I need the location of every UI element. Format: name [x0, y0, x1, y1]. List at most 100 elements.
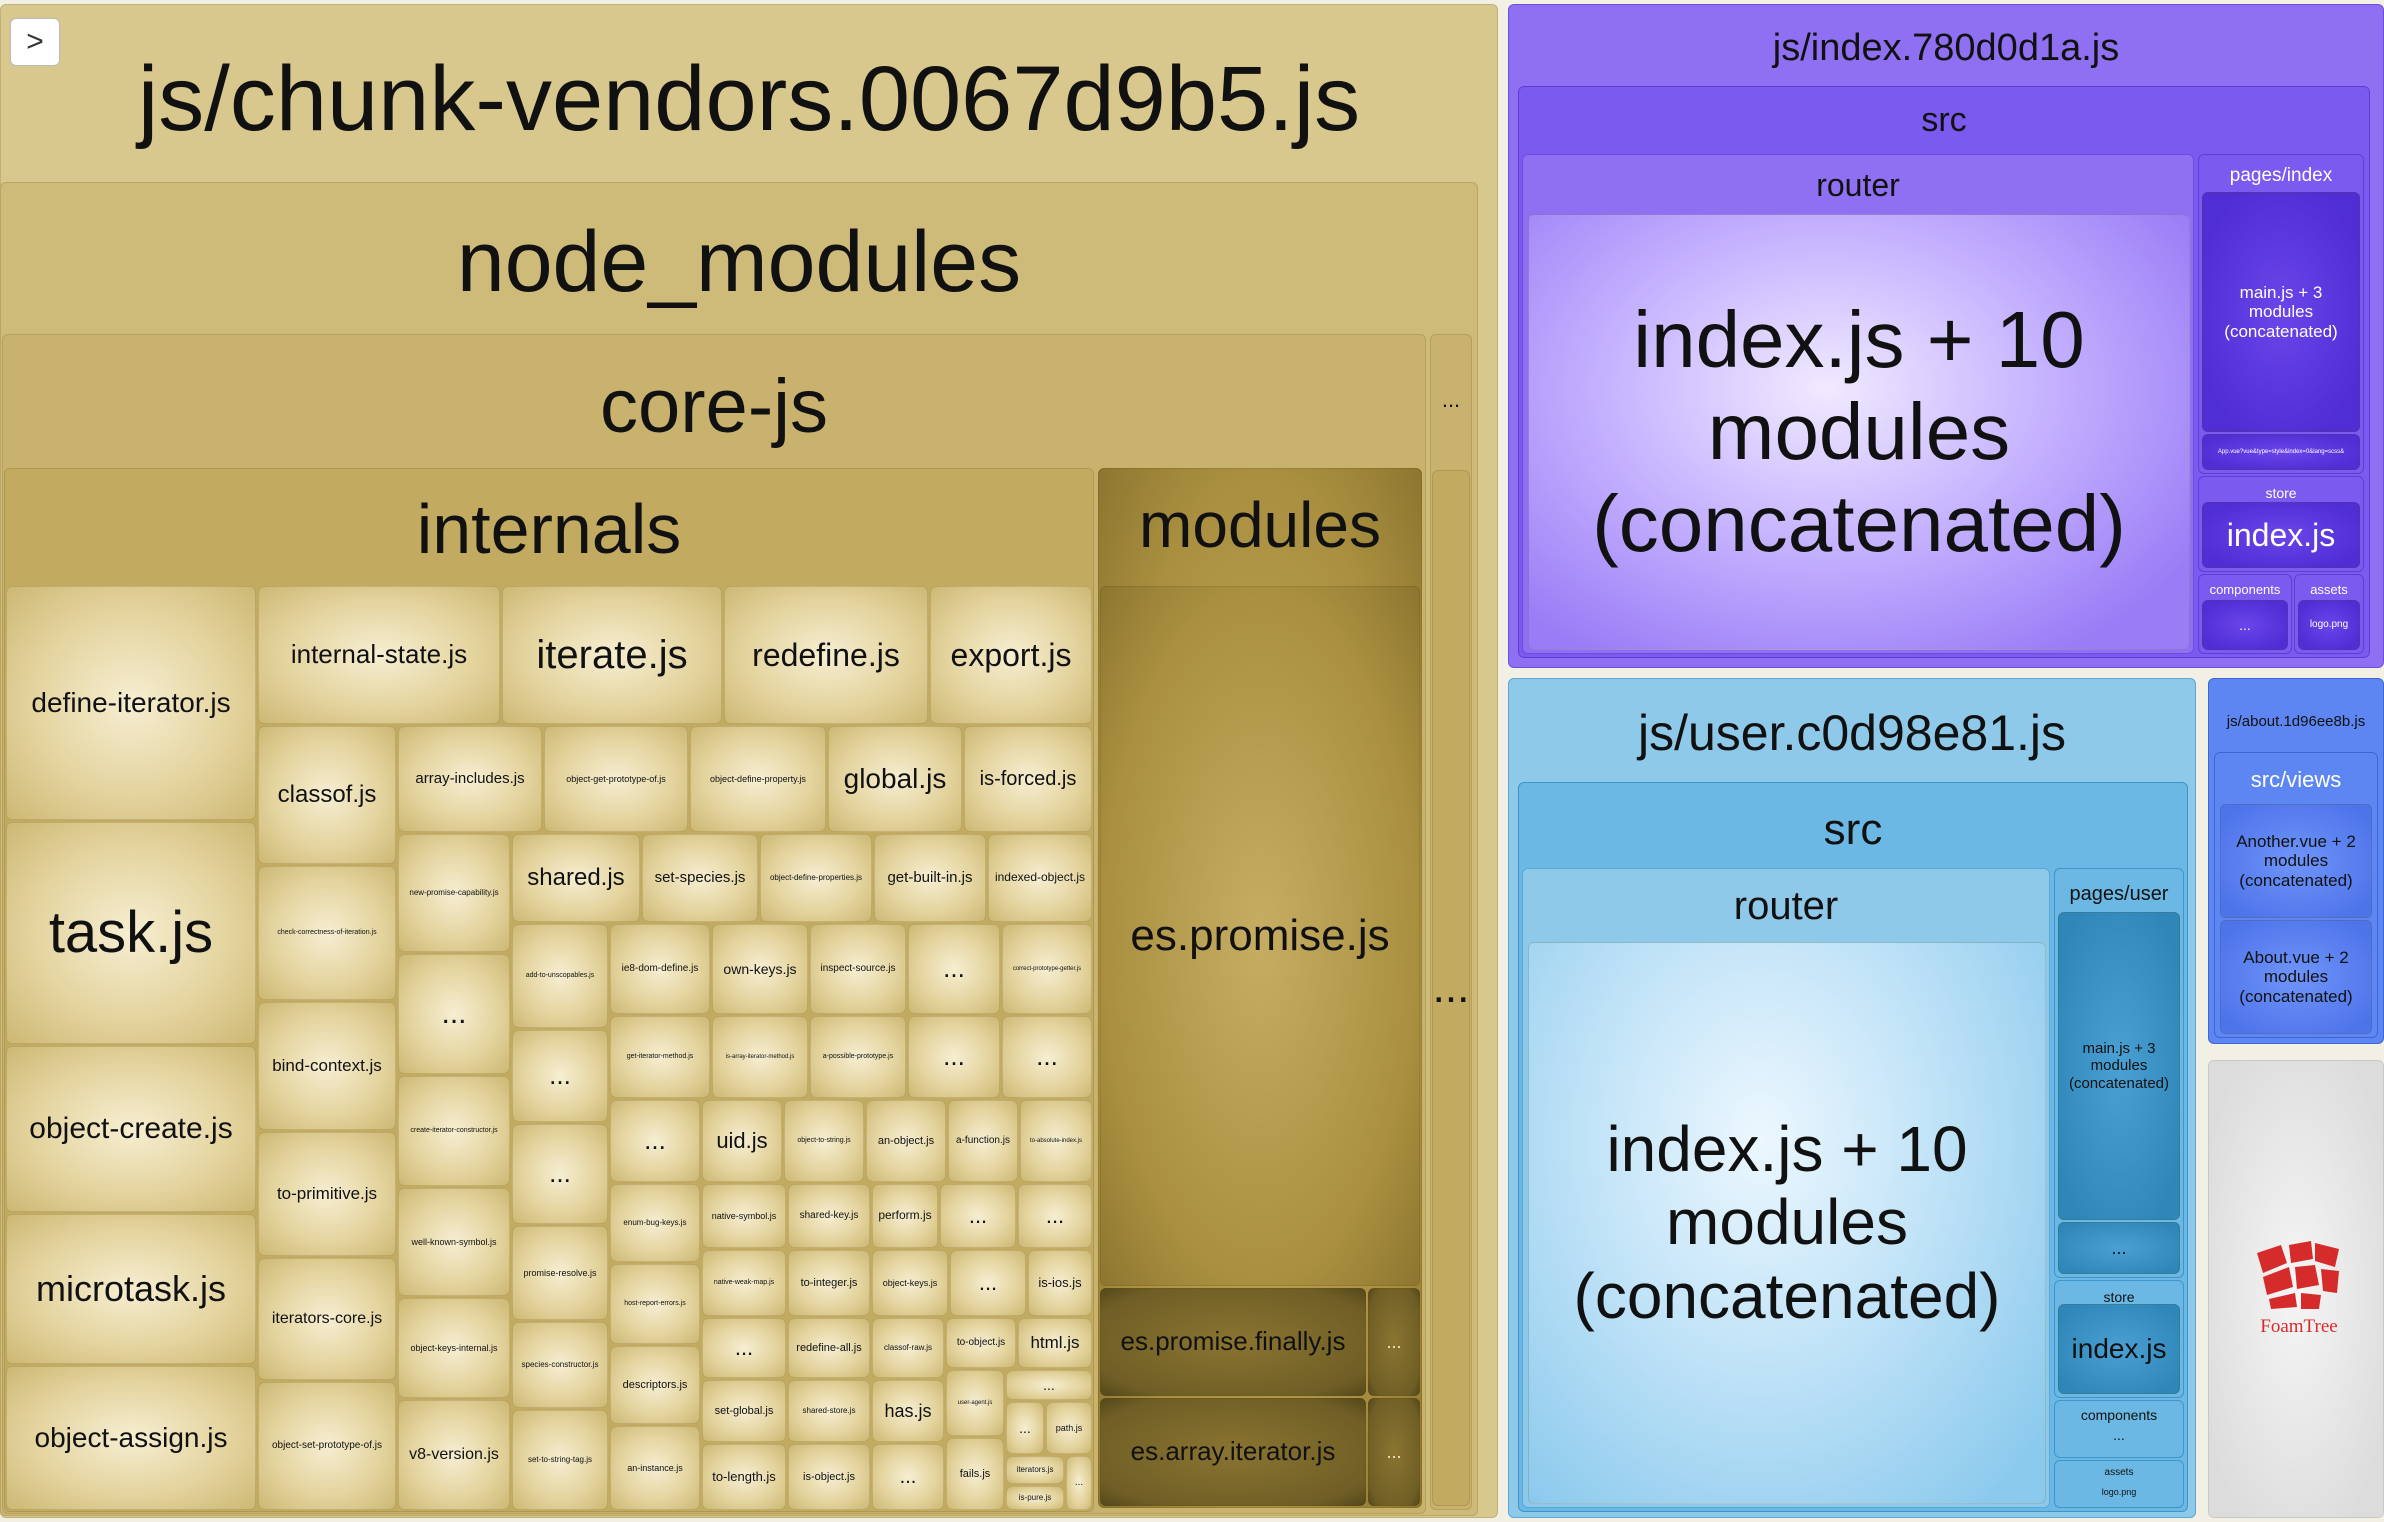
file-is-forced[interactable]: is-forced.js — [964, 726, 1092, 832]
file-task[interactable]: task.js — [6, 822, 256, 1044]
file-iterators[interactable]: iterators.js — [1006, 1456, 1064, 1484]
es-promise-finally-more[interactable]: ... — [1368, 1288, 1420, 1396]
file-shared[interactable]: shared.js — [512, 834, 640, 922]
file-native-symbol[interactable]: native-symbol.js — [702, 1184, 786, 1248]
file-classof-raw[interactable]: classof-raw.js — [872, 1318, 944, 1378]
file-define-iterator[interactable]: define-iterator.js — [6, 586, 256, 820]
file-an-object[interactable]: an-object.js — [866, 1100, 946, 1182]
internals-more-h[interactable]: ... — [940, 1184, 1016, 1248]
file-iterate[interactable]: iterate.js — [502, 586, 722, 724]
file-set-global[interactable]: set-global.js — [702, 1380, 786, 1442]
file-well-known-symbol[interactable]: well-known-symbol.js — [398, 1188, 510, 1296]
file-is-ios[interactable]: is-ios.js — [1028, 1250, 1092, 1316]
internals-more-o[interactable]: ... — [1066, 1456, 1092, 1510]
file-is-array-iterator-method[interactable]: is-array-iterator-method.js — [712, 1016, 808, 1098]
file-to-length[interactable]: to-length.js — [702, 1444, 786, 1510]
file-perform[interactable]: perform.js — [872, 1184, 938, 1248]
user-router-leaf[interactable]: index.js + 10 modules (concatenated) — [1528, 942, 2046, 1504]
file-native-weak-map[interactable]: native-weak-map.js — [702, 1250, 786, 1316]
internals-more-d[interactable]: ... — [908, 924, 1000, 1014]
es-promise-file[interactable]: es.promise.js — [1100, 586, 1420, 1286]
file-object-set-prototype-of[interactable]: object-set-prototype-of.js — [258, 1382, 396, 1510]
file-inspect-source[interactable]: inspect-source.js — [810, 924, 906, 1014]
file-to-integer[interactable]: to-integer.js — [788, 1250, 870, 1316]
file-create-iterator-constructor[interactable]: create-iterator-constructor.js — [398, 1076, 510, 1186]
file-object-get-prototype-of[interactable]: object-get-prototype-of.js — [544, 726, 688, 832]
file-correct-prototype-getter[interactable]: correct-prototype-getter.js — [1002, 924, 1092, 1014]
file-enum-bug-keys[interactable]: enum-bug-keys.js — [610, 1184, 700, 1262]
file-get-iterator-method[interactable]: get-iterator-method.js — [610, 1016, 710, 1098]
file-set-species[interactable]: set-species.js — [642, 834, 758, 922]
file-object-assign[interactable]: object-assign.js — [6, 1366, 256, 1510]
file-check-correctness-of-iteration[interactable]: check-correctness-of-iteration.js — [258, 866, 396, 1000]
file-html[interactable]: html.js — [1018, 1318, 1092, 1368]
file-redefine[interactable]: redefine.js — [724, 586, 928, 724]
file-internal-state[interactable]: internal-state.js — [258, 586, 500, 724]
about-another-vue[interactable]: Another.vue + 2 modules (concatenated) — [2220, 804, 2372, 918]
sidebar-toggle-button[interactable]: > — [10, 18, 60, 66]
internals-more-j[interactable]: ... — [950, 1250, 1026, 1316]
file-object-create[interactable]: object-create.js — [6, 1046, 256, 1212]
file-object-keys-internal[interactable]: object-keys-internal.js — [398, 1298, 510, 1398]
file-is-object[interactable]: is-object.js — [788, 1444, 870, 1510]
file-object-define-properties[interactable]: object-define-properties.js — [760, 834, 872, 922]
more-node-modules-inner[interactable]: ... — [1432, 470, 1470, 1506]
index-store-leaf[interactable]: index.js — [2202, 502, 2360, 568]
internals-more-c[interactable]: ... — [512, 1124, 608, 1224]
file-to-absolute-index[interactable]: to-absolute-index.js — [1020, 1100, 1092, 1182]
user-pages-more[interactable]: ... — [2058, 1222, 2180, 1274]
file-microtask[interactable]: microtask.js — [6, 1214, 256, 1364]
user-components-group[interactable]: components ... — [2054, 1400, 2184, 1458]
index-assets-leaf[interactable]: logo.png — [2298, 600, 2360, 650]
file-export[interactable]: export.js — [930, 586, 1092, 724]
file-redefine-all[interactable]: redefine-all.js — [788, 1318, 870, 1378]
file-object-keys[interactable]: object-keys.js — [872, 1250, 948, 1316]
file-shared-store[interactable]: shared-store.js — [788, 1380, 870, 1442]
file-new-promise-capability[interactable]: new-promise-capability.js — [398, 834, 510, 952]
file-to-object[interactable]: to-object.js — [946, 1318, 1016, 1368]
file-array-includes[interactable]: array-includes.js — [398, 726, 542, 832]
es-promise-finally-file[interactable]: es.promise.finally.js — [1100, 1288, 1366, 1396]
file-object-to-string[interactable]: object-to-string.js — [784, 1100, 864, 1182]
index-components-leaf[interactable]: ... — [2202, 600, 2288, 650]
file-a-possible-prototype[interactable]: a-possible-prototype.js — [810, 1016, 906, 1098]
internals-more-f[interactable]: ... — [1002, 1016, 1092, 1098]
file-shared-key[interactable]: shared-key.js — [788, 1184, 870, 1248]
user-store-leaf[interactable]: index.js — [2058, 1304, 2180, 1394]
file-indexed-object[interactable]: indexed-object.js — [988, 834, 1092, 922]
file-uid[interactable]: uid.js — [702, 1100, 782, 1182]
file-bind-context[interactable]: bind-context.js — [258, 1002, 396, 1130]
internals-more-i[interactable]: ... — [1018, 1184, 1092, 1248]
file-ie8-dom-define[interactable]: ie8-dom-define.js — [610, 924, 710, 1014]
file-object-define-property[interactable]: object-define-property.js — [690, 726, 826, 832]
internals-more-n[interactable]: ... — [872, 1444, 944, 1510]
internals-more-g[interactable]: ... — [610, 1100, 700, 1182]
file-set-to-string-tag[interactable]: set-to-string-tag.js — [512, 1410, 608, 1510]
file-a-function[interactable]: a-function.js — [948, 1100, 1018, 1182]
internals-more-e[interactable]: ... — [908, 1016, 1000, 1098]
index-pages-small[interactable]: App.vue?vue&type=style&index=0&lang=scss… — [2202, 434, 2360, 470]
file-add-to-unscopables[interactable]: add-to-unscopables.js — [512, 924, 608, 1028]
index-router-leaf[interactable]: index.js + 10 modules (concatenated) — [1528, 214, 2190, 650]
user-assets-group[interactable]: assets logo.png — [2054, 1460, 2184, 1508]
file-path[interactable]: path.js — [1046, 1402, 1092, 1454]
file-iterators-core[interactable]: iterators-core.js — [258, 1258, 396, 1380]
file-has[interactable]: has.js — [872, 1380, 944, 1442]
file-descriptors[interactable]: descriptors.js — [610, 1346, 700, 1424]
internals-more-a[interactable]: ... — [398, 954, 510, 1074]
file-v8-version[interactable]: v8-version.js — [398, 1400, 510, 1510]
file-to-primitive[interactable]: to-primitive.js — [258, 1132, 396, 1256]
es-array-iterator-file[interactable]: es.array.iterator.js — [1100, 1398, 1366, 1506]
file-global[interactable]: global.js — [828, 726, 962, 832]
internals-more-l[interactable]: ... — [1006, 1370, 1092, 1400]
file-own-keys[interactable]: own-keys.js — [712, 924, 808, 1014]
file-get-built-in[interactable]: get-built-in.js — [874, 834, 986, 922]
file-an-instance[interactable]: an-instance.js — [610, 1426, 700, 1510]
file-host-report-errors[interactable]: host-report-errors.js — [610, 1264, 700, 1344]
about-about-vue[interactable]: About.vue + 2 modules (concatenated) — [2220, 920, 2372, 1034]
internals-more-b[interactable]: ... — [512, 1030, 608, 1122]
file-is-pure[interactable]: is-pure.js — [1006, 1486, 1064, 1510]
es-array-iterator-more[interactable]: ... — [1368, 1398, 1420, 1506]
internals-more-k[interactable]: ... — [702, 1318, 786, 1378]
index-pages-leaf[interactable]: main.js + 3 modules (concatenated) — [2202, 192, 2360, 432]
